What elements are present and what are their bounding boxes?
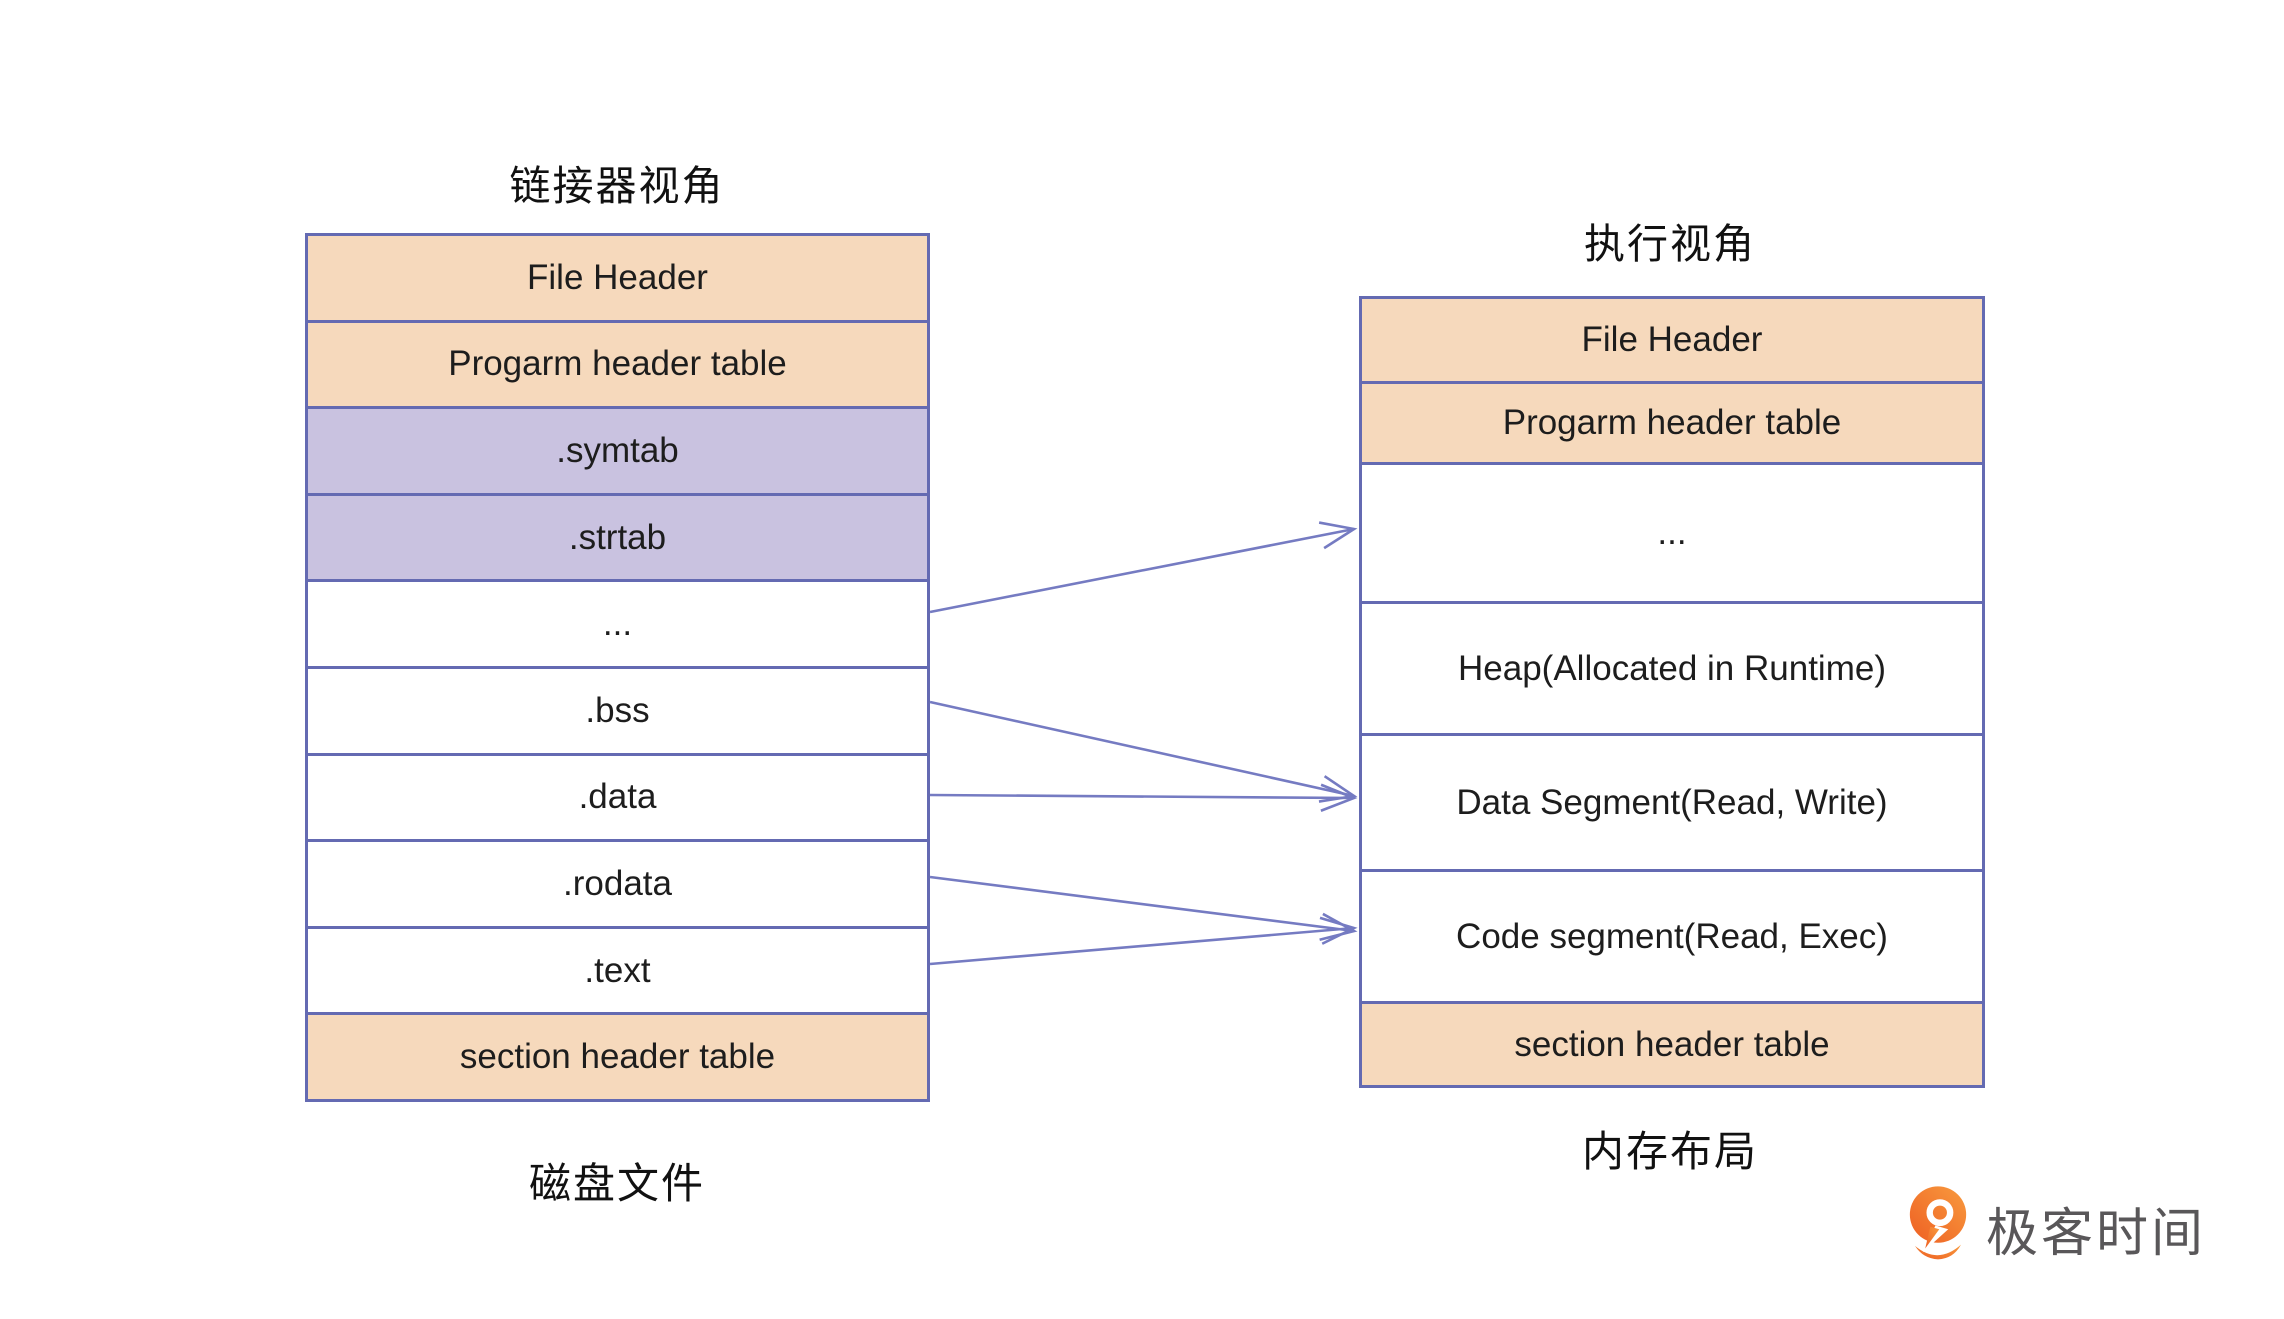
geektime-logo-text: 极客时间 xyxy=(1986,1204,2207,1263)
table-row: File Header xyxy=(1362,299,1982,381)
table-row: .data xyxy=(308,752,927,840)
arrow-ellipsis-to-ellipsis xyxy=(929,521,1358,614)
arrow-text-to-code-segment xyxy=(929,916,1358,966)
table-row: section header table xyxy=(1362,1001,1982,1085)
table-row: Data Segment(Read, Write) xyxy=(1362,733,1982,869)
table-row: Heap(Allocated in Runtime) xyxy=(1362,601,1982,733)
left-column-title: 链接器视角 xyxy=(509,163,725,209)
table-row: ... xyxy=(1362,462,1982,601)
arrow-rodata-to-code-segment xyxy=(929,875,1358,941)
table-row: ... xyxy=(308,579,927,666)
table-row: .symtab xyxy=(308,406,927,493)
table-row: Progarm header table xyxy=(1362,381,1982,462)
arrow-data-to-data-segment xyxy=(929,783,1358,812)
linker-view-box: File Header Progarm header table .symtab… xyxy=(305,233,930,1102)
table-row: section header table xyxy=(308,1012,927,1099)
table-row: Progarm header table xyxy=(308,319,927,407)
execution-view-box: File Header Progarm header table ... Hea… xyxy=(1359,296,1985,1088)
table-row: Code segment(Read, Exec) xyxy=(1362,869,1982,1001)
table-row: .strtab xyxy=(308,492,927,580)
table-row: .rodata xyxy=(308,839,927,926)
right-box-caption: 内存布局 xyxy=(1581,1128,1759,1175)
left-box-caption: 磁盘文件 xyxy=(528,1160,706,1207)
table-row: File Header xyxy=(308,236,927,320)
table-row: .bss xyxy=(308,665,927,753)
geektime-logo: 极客时间 xyxy=(1906,1180,2206,1276)
geektime-logo-icon xyxy=(1909,1186,1967,1260)
right-column-title: 执行视角 xyxy=(1584,221,1756,267)
table-row: .text xyxy=(308,925,927,1013)
arrow-bss-to-data-segment xyxy=(929,700,1358,803)
